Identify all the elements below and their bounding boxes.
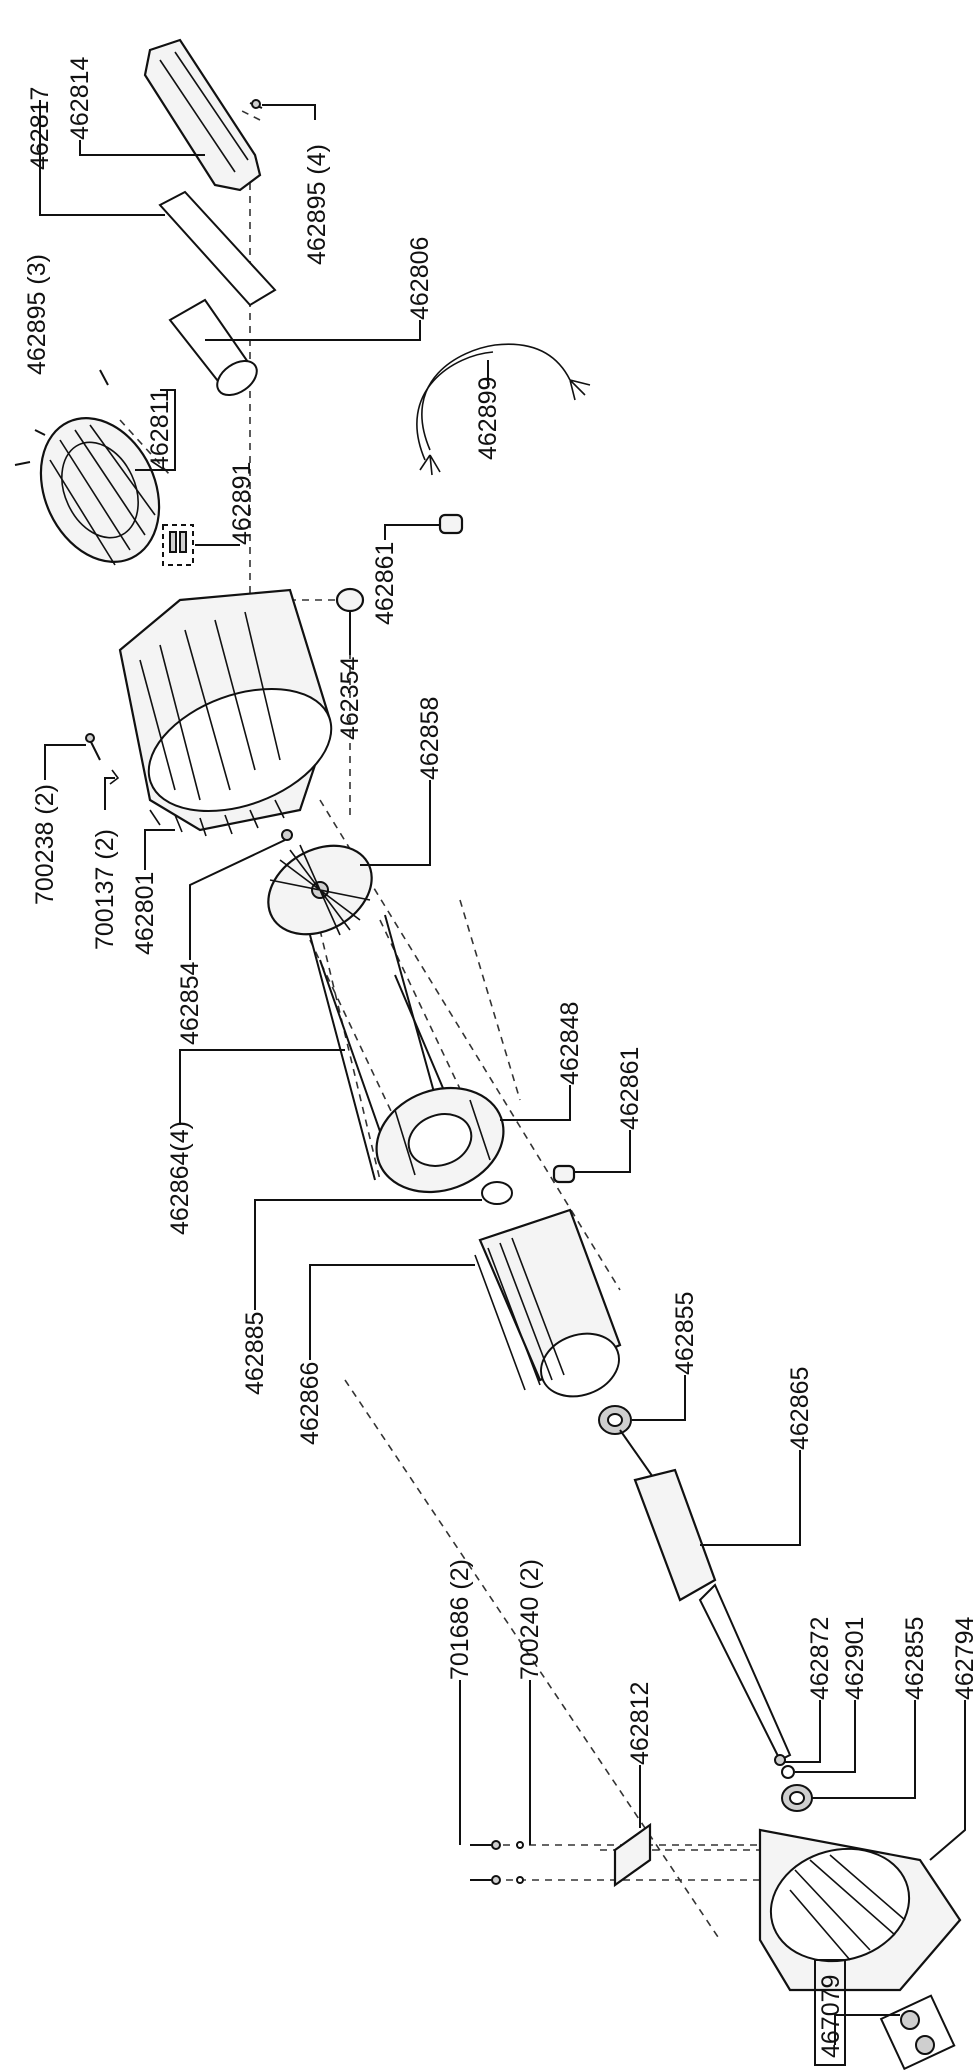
label-700238: 700238 (2) [31, 784, 59, 905]
label-462891: 462891 [228, 462, 256, 545]
label-467079: 467079 [817, 1975, 845, 2058]
motor-housing-part [118, 588, 333, 837]
terminal-block-part [162, 524, 194, 566]
fan-part [267, 844, 373, 936]
cover-part [143, 38, 262, 192]
fan-cover-part [14, 369, 161, 566]
screw-part [249, 99, 263, 109]
capacitor-part [168, 298, 258, 397]
rotor-part [619, 1429, 792, 1762]
leader-lines [39, 100, 966, 2045]
label-462811: 462811 [146, 388, 174, 470]
label-462814: 462814 [66, 56, 94, 140]
grommet-part [335, 587, 365, 613]
cable-part [416, 343, 591, 476]
gland-mid-part [552, 1164, 576, 1184]
label-462854: 462854 [176, 961, 204, 1045]
housing-screw-part [85, 733, 120, 785]
label-462895-3: 462895 (3) [23, 254, 51, 375]
clip-part [281, 829, 293, 841]
stator-part [474, 1208, 622, 1398]
gasket-plate-part [158, 190, 277, 307]
part-labels: 462817 462814 462895 (4) 462806 462895 (… [23, 56, 979, 2066]
label-462806: 462806 [406, 237, 434, 320]
shaft-key-part [774, 1754, 795, 1779]
front-flange-part [758, 1828, 962, 1992]
label-467079-box [814, 1959, 846, 2066]
bracket-part [613, 1822, 652, 1888]
label-462858: 462858 [416, 697, 444, 780]
label-462895-4: 462895 (4) [303, 144, 331, 265]
seal-kit-part [879, 1994, 956, 2070]
bearing-part [598, 1405, 632, 1435]
label-462817: 462817 [26, 87, 54, 170]
label-462864-4: 462864(4) [166, 1121, 194, 1235]
label-462899: 462899 [474, 377, 502, 460]
label-462801: 462801 [131, 872, 159, 955]
bearing-bottom-part [781, 1784, 813, 1812]
label-700137: 700137 (2) [91, 829, 119, 950]
label-700240: 700240 (2) [516, 1559, 544, 1680]
label-462861-mid: 462861 [616, 1047, 644, 1130]
label-462861-top: 462861 [371, 542, 399, 625]
label-462794: 462794 [951, 1616, 979, 1700]
label-462865: 462865 [786, 1367, 814, 1450]
label-462812: 462812 [626, 1682, 654, 1765]
label-462866: 462866 [296, 1362, 324, 1445]
gland-part [438, 513, 464, 535]
label-462855-bot: 462855 [901, 1617, 929, 1700]
label-462848: 462848 [556, 1002, 584, 1085]
label-462872: 462872 [806, 1617, 834, 1700]
wave-washer-part [481, 1181, 513, 1205]
label-701686: 701686 (2) [446, 1559, 474, 1680]
label-462901: 462901 [841, 1617, 869, 1700]
flange-screws-part [470, 1840, 524, 1885]
end-shield-part [375, 1086, 505, 1194]
label-462855-top: 462855 [671, 1292, 699, 1375]
label-462885: 462885 [241, 1312, 269, 1395]
label-462354: 462354 [336, 656, 364, 740]
